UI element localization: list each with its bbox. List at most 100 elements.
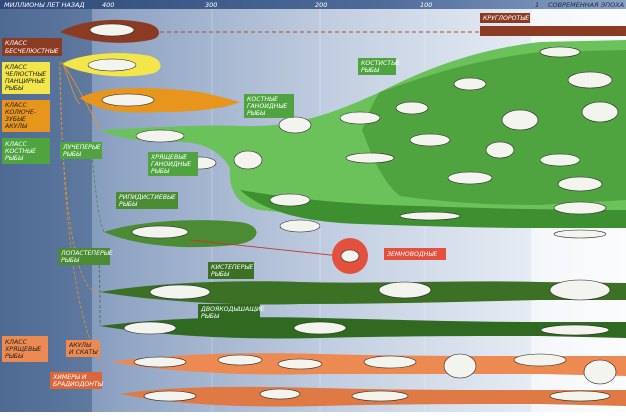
box-cartilaginous-ganoids bbox=[148, 152, 198, 176]
label-acanthodians-2: КОЛЮЧЕ- bbox=[5, 109, 36, 116]
fish-bowfin bbox=[553, 201, 607, 215]
fish-teleost-h bbox=[485, 141, 515, 159]
label-bony-1: КЛАСС bbox=[5, 141, 28, 148]
tick-300: 300 bbox=[205, 1, 217, 9]
fish-ganoid-c bbox=[278, 116, 312, 134]
box-placoderms bbox=[2, 62, 50, 94]
tick-1: 1 bbox=[535, 1, 539, 9]
box-chimaeras bbox=[50, 372, 102, 389]
box-lungfish bbox=[198, 304, 260, 321]
fish-shark-c bbox=[277, 358, 323, 370]
label-chimaeras-2: БРАДИОДОНТЫ bbox=[53, 381, 104, 388]
label-placoderms-3: ПАНЦИРНЫЕ bbox=[5, 78, 45, 85]
tick-200: 200 bbox=[315, 1, 327, 9]
label-agnatha-2: БЕСЧЕЛЮСТНЫЕ bbox=[5, 48, 59, 55]
label-lungfish-2: РЫБЫ bbox=[201, 313, 220, 320]
fish-reedfish bbox=[553, 229, 607, 239]
fish-agnatha bbox=[89, 23, 135, 37]
label-bony-ganoids-3: РЫБЫ bbox=[247, 110, 266, 117]
fish-ganoid-b bbox=[233, 150, 263, 170]
fish-lungfish-early bbox=[123, 321, 177, 335]
label-placoderms-1: КЛАСС bbox=[5, 64, 28, 71]
fish-teleost-b bbox=[395, 101, 429, 115]
label-bony-ganoids-1: КОСТНЫЕ bbox=[247, 96, 278, 103]
fish-ganoid-e bbox=[279, 219, 321, 233]
label-cyclostomes: КРУГЛОРОТЫЕ bbox=[483, 15, 529, 22]
label-placoderms-4: РЫБЫ bbox=[5, 85, 24, 92]
fish-shark-early bbox=[133, 356, 187, 368]
label-chimaeras-1: ХИМЕРЫ И bbox=[52, 374, 87, 381]
box-acanthodians bbox=[2, 100, 50, 132]
box-amphibians bbox=[384, 248, 446, 260]
frog bbox=[340, 249, 360, 263]
fish-placoderm bbox=[87, 58, 137, 72]
label-teleosts-1: КОСТИСТЫЕ bbox=[361, 60, 400, 67]
fish-crossopterygian-early bbox=[149, 284, 211, 300]
label-lobe-finned-2: РЫБЫ bbox=[61, 257, 80, 264]
fish-stingray bbox=[583, 359, 617, 385]
cyclostomes-band bbox=[480, 26, 626, 36]
crossopterygians-branch bbox=[100, 281, 626, 305]
fish-gar bbox=[399, 211, 461, 221]
fish-teleost-f bbox=[539, 46, 581, 58]
label-crossopterygians-1: КИСТЕПЕРЫЕ bbox=[211, 264, 253, 271]
label-sharks-rays-1: АКУЛЫ bbox=[68, 342, 92, 349]
label-placoderms-2: ЧЕЛЮСТНЫЕ bbox=[5, 71, 46, 78]
label-rhipidistians-1: РИПИДИСТИЕВЫЕ bbox=[119, 194, 176, 201]
label-teleosts-2: РЫБЫ bbox=[361, 67, 380, 74]
fish-chimaera-b bbox=[259, 388, 301, 400]
label-cartilaginous-1: КЛАСС bbox=[5, 339, 28, 346]
fish-teleost-j bbox=[447, 171, 493, 185]
fish-teleost-e bbox=[567, 71, 613, 89]
fish-chimaera-c bbox=[351, 390, 409, 402]
label-lungfish-1: ДВОЯКОДЫШАЩИЕ bbox=[200, 306, 265, 313]
fish-shark-d bbox=[363, 355, 417, 369]
label-crossopterygians-2: РЫБЫ bbox=[211, 271, 230, 278]
tick-400: 400 bbox=[102, 1, 114, 9]
timescale-header bbox=[0, 0, 626, 9]
fish-teleost-i bbox=[539, 153, 581, 167]
fish-sturgeon bbox=[345, 152, 395, 164]
box-cyclostomes bbox=[480, 13, 530, 23]
label-acanthodians-3: ЗУБЫЕ bbox=[5, 116, 26, 123]
fish-illustrations bbox=[87, 23, 619, 402]
fish-chimaera-early bbox=[143, 390, 197, 402]
label-cart-ganoids-3: РЫБЫ bbox=[151, 168, 170, 175]
lungfish-branch bbox=[100, 317, 626, 339]
amphibian-link-line bbox=[189, 239, 341, 257]
label-rhipidistians-2: РЫБЫ bbox=[119, 201, 138, 208]
fish-flatfish bbox=[581, 101, 619, 123]
label-lobe-finned-1: ЛОПАСТЕПЕРЫЕ bbox=[60, 250, 113, 257]
label-ray-finned-1: ЛУЧЕПЕРЫЕ bbox=[62, 144, 101, 151]
label-bony-ganoids-2: ГАНОИДНЫЕ bbox=[247, 103, 287, 110]
fish-shark-e bbox=[513, 353, 567, 367]
fish-teleost-d bbox=[501, 109, 539, 131]
fish-teleost-c bbox=[453, 77, 487, 91]
label-cart-ganoids-1: ХРЯЩЕВЫЕ bbox=[150, 154, 187, 161]
timescale-title: МИЛЛИОНЫ ЛЕТ НАЗАД bbox=[4, 1, 85, 9]
fish-teleost-g bbox=[409, 133, 451, 147]
box-rhipidistians bbox=[116, 192, 178, 209]
label-acanthodians-1: КЛАСС bbox=[5, 102, 28, 109]
label-cartilaginous-2: ХРЯЩЕВЫЕ bbox=[4, 346, 41, 353]
box-sharks-rays bbox=[66, 340, 100, 357]
fish-acanthodian bbox=[101, 93, 155, 107]
box-ray-finned bbox=[60, 142, 102, 159]
present-epoch-label: СОВРЕМЕННАЯ ЭПОХА bbox=[548, 1, 624, 9]
fish-lungfish-modern bbox=[540, 324, 610, 336]
fish-rayfinned-early bbox=[135, 129, 185, 143]
fish-ganoid-d bbox=[269, 193, 311, 207]
box-teleosts bbox=[358, 58, 396, 75]
label-bony-3: РЫБЫ bbox=[5, 155, 24, 162]
label-cartilaginous-3: РЫБЫ bbox=[5, 353, 24, 360]
label-agnatha-1: КЛАСС bbox=[5, 40, 28, 47]
fish-teleost-a bbox=[339, 111, 381, 125]
box-bony bbox=[2, 138, 50, 164]
label-amphibians: ЗЕМНОВОДНЫЕ bbox=[387, 251, 437, 258]
box-cartilaginous bbox=[2, 336, 48, 362]
fish-chimaera-modern bbox=[549, 390, 611, 402]
fish-coelacanth bbox=[549, 279, 611, 301]
fish-crossopterygian-late bbox=[378, 281, 432, 299]
tick-100: 100 bbox=[420, 1, 432, 9]
